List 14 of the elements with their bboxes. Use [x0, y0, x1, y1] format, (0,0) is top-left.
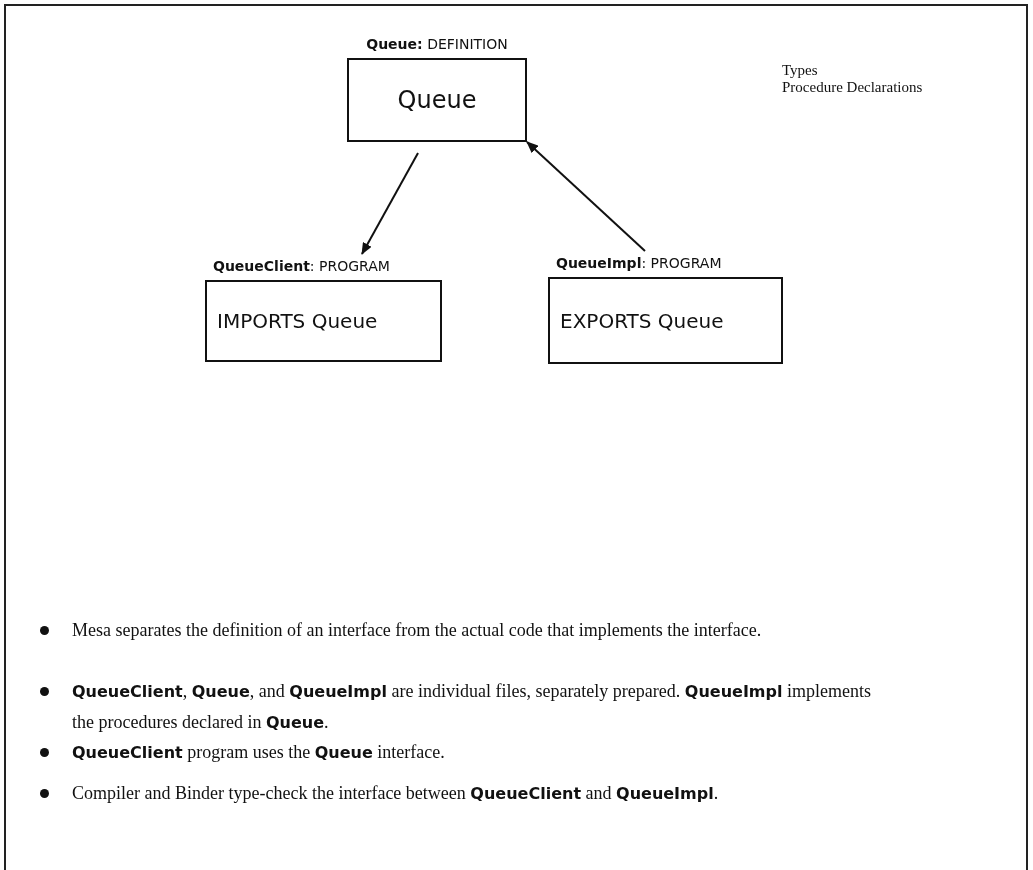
box-heading: QueueClient: PROGRAM	[213, 258, 390, 274]
note-text: Types	[782, 62, 819, 79]
note-text: Procedure Declarations	[782, 79, 924, 96]
module-name: EXPORTS Queue	[560, 308, 724, 333]
arrow	[361, 152, 419, 255]
module-name: Queue	[397, 86, 477, 114]
bullet-text: QueueClient program uses the Queue interface.	[72, 741, 446, 764]
box-heading: Queue: DEFINITION	[366, 36, 508, 52]
bullet-text: QueueClient, Queue, and QueueImpl are individual files, separately prepared. QueueImpl implements the procedures declared in Queue.	[72, 680, 872, 734]
arrow	[526, 141, 646, 252]
bullet-text: Compiler and Binder type-check the interface between QueueClient and QueueImpl.	[72, 782, 720, 805]
box-heading: QueueImpl: PROGRAM	[556, 255, 722, 271]
bullet-text: Mesa separates the definition of an interface from the actual code that implements the interface.	[72, 619, 763, 642]
module-name: IMPORTS Queue	[217, 309, 378, 333]
